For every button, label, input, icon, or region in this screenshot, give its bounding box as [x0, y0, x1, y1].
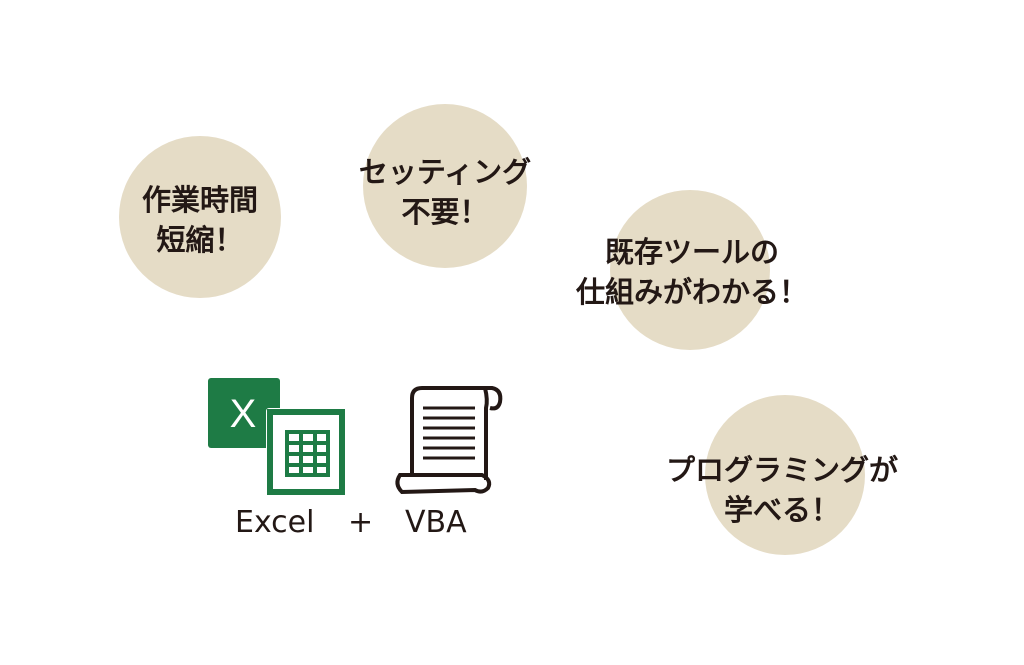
benefit-line: 不要！ — [401, 195, 489, 229]
benefit-line: 既存ツールの — [604, 235, 780, 269]
benefit-line: 短縮！ — [156, 223, 244, 257]
vba-label: VBA — [405, 505, 467, 540]
excel-label: Excel — [235, 505, 315, 540]
benefit-circle-2 — [363, 104, 527, 268]
benefit-line: 作業時間 — [141, 183, 259, 217]
benefit-circle-1 — [119, 136, 281, 298]
benefit-text-2: セッティング不要！ — [359, 152, 531, 232]
benefit-line: セッティング — [358, 155, 532, 189]
benefit-circle-3 — [610, 190, 770, 350]
excel-letter: X — [230, 392, 257, 436]
benefit-text-4: プログラミングが学べる！ — [666, 450, 898, 530]
benefit-line: 学べる！ — [723, 493, 841, 527]
excel-icon: X — [208, 378, 346, 496]
benefit-line: プログラミングが — [665, 453, 899, 487]
benefit-text-3: 既存ツールの仕組みがわかる！ — [576, 232, 808, 312]
benefit-line: 仕組みがわかる！ — [575, 275, 809, 309]
benefit-text-1: 作業時間短縮！ — [142, 180, 258, 260]
plus-label: + — [348, 505, 374, 540]
scroll-icon — [395, 386, 503, 495]
benefit-circle-4 — [705, 395, 865, 555]
